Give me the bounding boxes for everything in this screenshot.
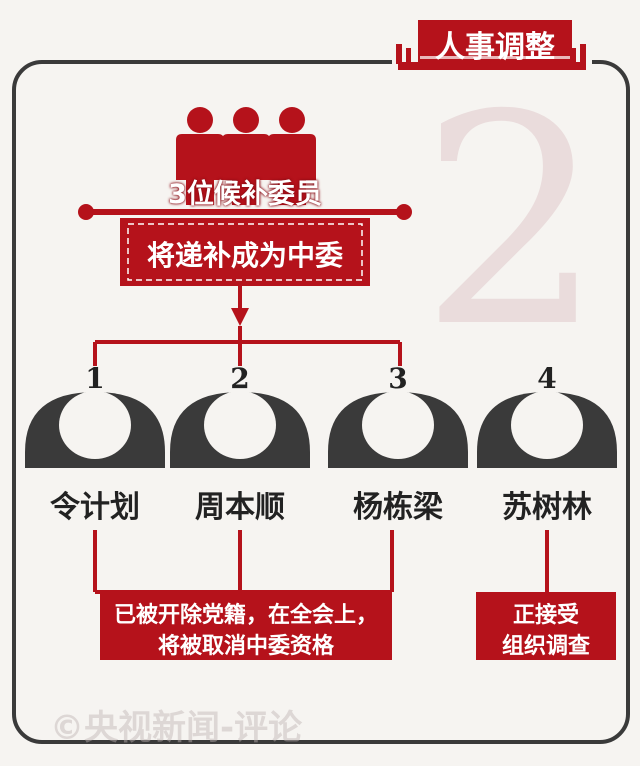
person-head-icon <box>328 391 468 468</box>
expelled-note-line1: 已被开除党籍，在全会上， <box>113 603 378 628</box>
expelled-note-box <box>100 592 392 660</box>
investigation-note-line2: 组织调查 <box>501 634 590 659</box>
branch-lines <box>93 326 402 366</box>
person-head-icon <box>25 391 165 468</box>
action-text: 将递补成为中委 <box>146 239 343 272</box>
person-head-icon <box>477 391 617 468</box>
person-4-index: 4 <box>537 362 557 395</box>
investigation-note-line1: 正接受 <box>512 603 579 628</box>
person-4-name: 苏树林 <box>502 490 592 525</box>
group-label: 3位候补委员 <box>168 179 322 210</box>
title-banner <box>392 10 592 72</box>
investigation-note-box <box>476 592 616 660</box>
person-3-index: 3 <box>388 362 408 395</box>
three-persons-icon <box>176 107 316 205</box>
note-connectors <box>93 530 549 594</box>
group-bar <box>78 204 412 220</box>
frame-border <box>12 60 630 744</box>
person-2-name: 周本顺 <box>195 490 285 525</box>
big-number: 2 <box>420 54 605 391</box>
action-box <box>120 218 370 286</box>
person-head-icon <box>170 391 310 468</box>
down-arrow <box>231 286 249 326</box>
person-3-name: 杨栋梁 <box>353 490 443 525</box>
expelled-note-line2: 将被取消中委资格 <box>157 634 334 659</box>
person-1-index: 1 <box>85 362 105 395</box>
person-1-name: 令计划 <box>50 490 140 525</box>
watermark: ©央视新闻-评论 <box>50 708 303 748</box>
person-2-index: 2 <box>230 362 250 395</box>
page-title: 人事调整 <box>435 30 555 65</box>
person-head-icons <box>25 391 617 468</box>
